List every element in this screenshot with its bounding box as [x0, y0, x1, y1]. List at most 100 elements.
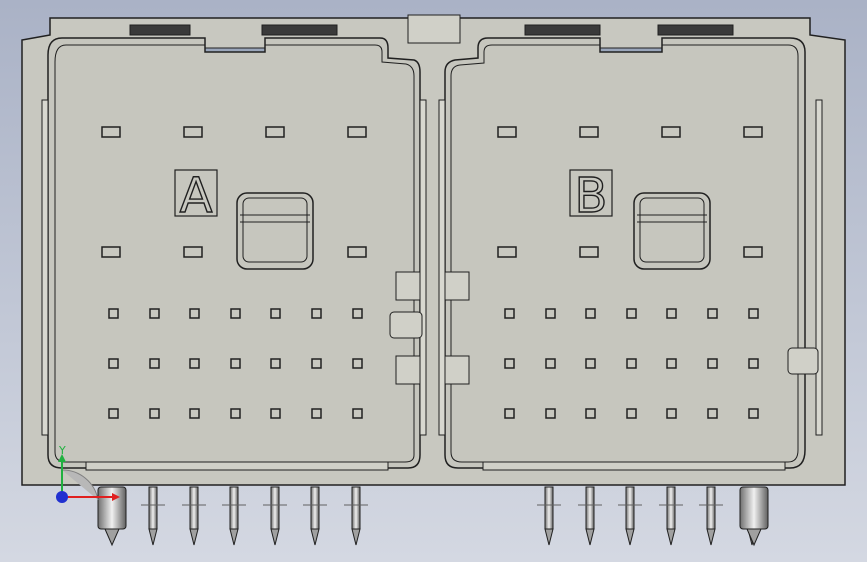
contact-hole-a-2-0 — [108, 408, 119, 419]
pin-b-2 — [625, 486, 635, 530]
contact-hole-b-0-5 — [707, 308, 718, 319]
triad-y-label: Y — [58, 444, 66, 457]
latch-a-inner — [242, 197, 308, 263]
contact-hole-a-0-6 — [352, 308, 363, 319]
pin-b-1 — [585, 486, 595, 530]
contact-hole-b-1-4 — [666, 358, 677, 369]
contact-hole-a-2-1 — [149, 408, 160, 419]
contact-hole-b-2-1 — [545, 408, 556, 419]
pin-tip-a-2 — [229, 528, 239, 546]
slot-a-mid-0 — [101, 246, 121, 258]
contact-hole-b-1-5 — [707, 358, 718, 369]
contact-hole-b-1-0 — [504, 358, 515, 369]
pin-a-1 — [189, 486, 199, 530]
top-latch-right-2 — [657, 24, 734, 36]
terminal-pins — [141, 486, 764, 546]
slot-a-top-0 — [101, 126, 121, 138]
contact-hole-b-0-2 — [585, 308, 596, 319]
rail-mid-left — [419, 99, 427, 436]
triad-arc — [61, 469, 99, 501]
top-center-tab — [407, 14, 461, 44]
base-ledge-b — [482, 461, 786, 471]
pin-tip-b-2 — [625, 528, 635, 546]
base-ledge-a — [85, 461, 389, 471]
cavity-b-label-box — [569, 169, 613, 217]
separator-block-2 — [444, 271, 470, 301]
contact-hole-b-0-4 — [666, 308, 677, 319]
cavity-b-label: B — [575, 168, 608, 224]
latch-b-inner — [639, 197, 705, 263]
contact-hole-b-1-3 — [626, 358, 637, 369]
pin-a-3 — [270, 486, 280, 530]
slot-a-mid-2 — [347, 246, 367, 258]
pin-a-2 — [229, 486, 239, 530]
pin-tip-b-0 — [544, 528, 554, 546]
pin-tip-a-5 — [351, 528, 361, 546]
contact-hole-a-0-4 — [270, 308, 281, 319]
top-latch-right-1 — [524, 24, 601, 36]
slot-b-mid-1 — [579, 246, 599, 258]
separator-tab — [389, 311, 423, 339]
rail-mid-right — [438, 99, 446, 436]
pin-tip-a-0 — [148, 528, 158, 546]
board-post-right — [739, 486, 769, 530]
slot-a-top-3 — [347, 126, 367, 138]
pin-a-4 — [310, 486, 320, 530]
contact-hole-a-0-2 — [189, 308, 200, 319]
pin-tip-a-1 — [189, 528, 199, 546]
pin-tip-b-4 — [706, 528, 716, 546]
slot-b-top-0 — [497, 126, 517, 138]
contact-hole-a-0-3 — [230, 308, 241, 319]
contact-hole-b-1-6 — [748, 358, 759, 369]
pin-a-0 — [148, 486, 158, 530]
rail-left — [41, 99, 49, 436]
slot-a-mid-1 — [183, 246, 203, 258]
contact-hole-b-2-6 — [748, 408, 759, 419]
contact-hole-a-1-5 — [311, 358, 322, 369]
slot-a-top-1 — [183, 126, 203, 138]
slot-b-mid-0 — [497, 246, 517, 258]
separator-block-4 — [444, 355, 470, 385]
pin-b-0 — [544, 486, 554, 530]
latch-b — [633, 192, 711, 270]
contact-hole-b-0-0 — [504, 308, 515, 319]
right-side-tab — [787, 347, 819, 375]
contact-hole-a-1-1 — [149, 358, 160, 369]
top-latch-left-1 — [129, 24, 191, 36]
board-post-right-tip — [746, 528, 762, 547]
pin-b-3 — [666, 486, 676, 530]
slot-b-top-2 — [661, 126, 681, 138]
triad-y-arrowhead — [58, 454, 66, 462]
contact-hole-b-1-1 — [545, 358, 556, 369]
pin-tip-a-3 — [270, 528, 280, 546]
contact-hole-b-2-4 — [666, 408, 677, 419]
slot-b-mid-2 — [743, 246, 763, 258]
triad-z-axis — [56, 491, 68, 503]
contact-hole-b-0-1 — [545, 308, 556, 319]
contact-hole-a-2-5 — [311, 408, 322, 419]
contact-hole-b-2-3 — [626, 408, 637, 419]
contact-hole-a-1-3 — [230, 358, 241, 369]
contact-hole-a-1-6 — [352, 358, 363, 369]
contact-hole-a-2-3 — [230, 408, 241, 419]
pin-tip-a-4 — [310, 528, 320, 546]
axis-triad: Y — [56, 444, 120, 503]
contact-hole-a-2-4 — [270, 408, 281, 419]
contact-hole-a-0-0 — [108, 308, 119, 319]
slot-b-top-1 — [579, 126, 599, 138]
contact-hole-b-0-3 — [626, 308, 637, 319]
cavity-b-inner — [450, 44, 799, 463]
top-latch-left-2 — [261, 24, 338, 36]
contact-holes — [101, 126, 763, 419]
pin-tip-b-1 — [585, 528, 595, 546]
contact-hole-a-0-5 — [311, 308, 322, 319]
latch-a — [236, 192, 314, 270]
cavity-a-label-box — [174, 169, 218, 217]
contact-hole-b-2-2 — [585, 408, 596, 419]
pin-b-4 — [706, 486, 716, 530]
contact-hole-b-2-0 — [504, 408, 515, 419]
board-post-left-tip — [104, 528, 120, 547]
separator-block-3 — [395, 355, 421, 385]
